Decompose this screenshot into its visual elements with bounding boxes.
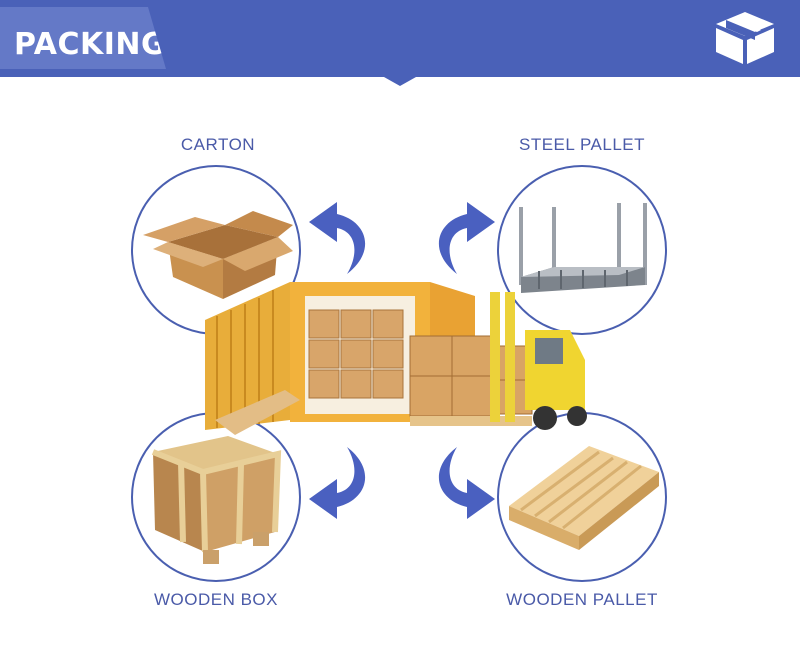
wooden-pallet-icon [509,446,659,550]
label-wooden-box: WOODEN BOX [153,590,278,609]
arrow-to-steel-pallet-icon [438,202,495,274]
wooden-pallet-circle [497,412,667,582]
arrow-to-wooden-pallet-icon [438,447,495,519]
arrow-to-wooden-box-icon [309,447,366,519]
label-carton: CARTON [180,135,256,154]
header-notch [384,77,416,86]
header-banner: PACKING [0,0,800,77]
arrow-to-carton-icon [309,202,366,274]
box-icon [716,12,774,64]
steel-pallet-circle [497,165,667,335]
page-title: PACKING [14,27,167,62]
wooden-box-icon [151,436,282,564]
title-tab: PACKING [0,7,166,69]
wooden-box-circle [131,412,301,582]
container-scene [205,270,600,445]
label-wooden-pallet: WOODEN PALLET [506,590,658,609]
steel-pallet-icon [519,203,647,293]
carton-icon [143,211,293,299]
label-steel-pallet: STEEL PALLET [519,135,645,154]
